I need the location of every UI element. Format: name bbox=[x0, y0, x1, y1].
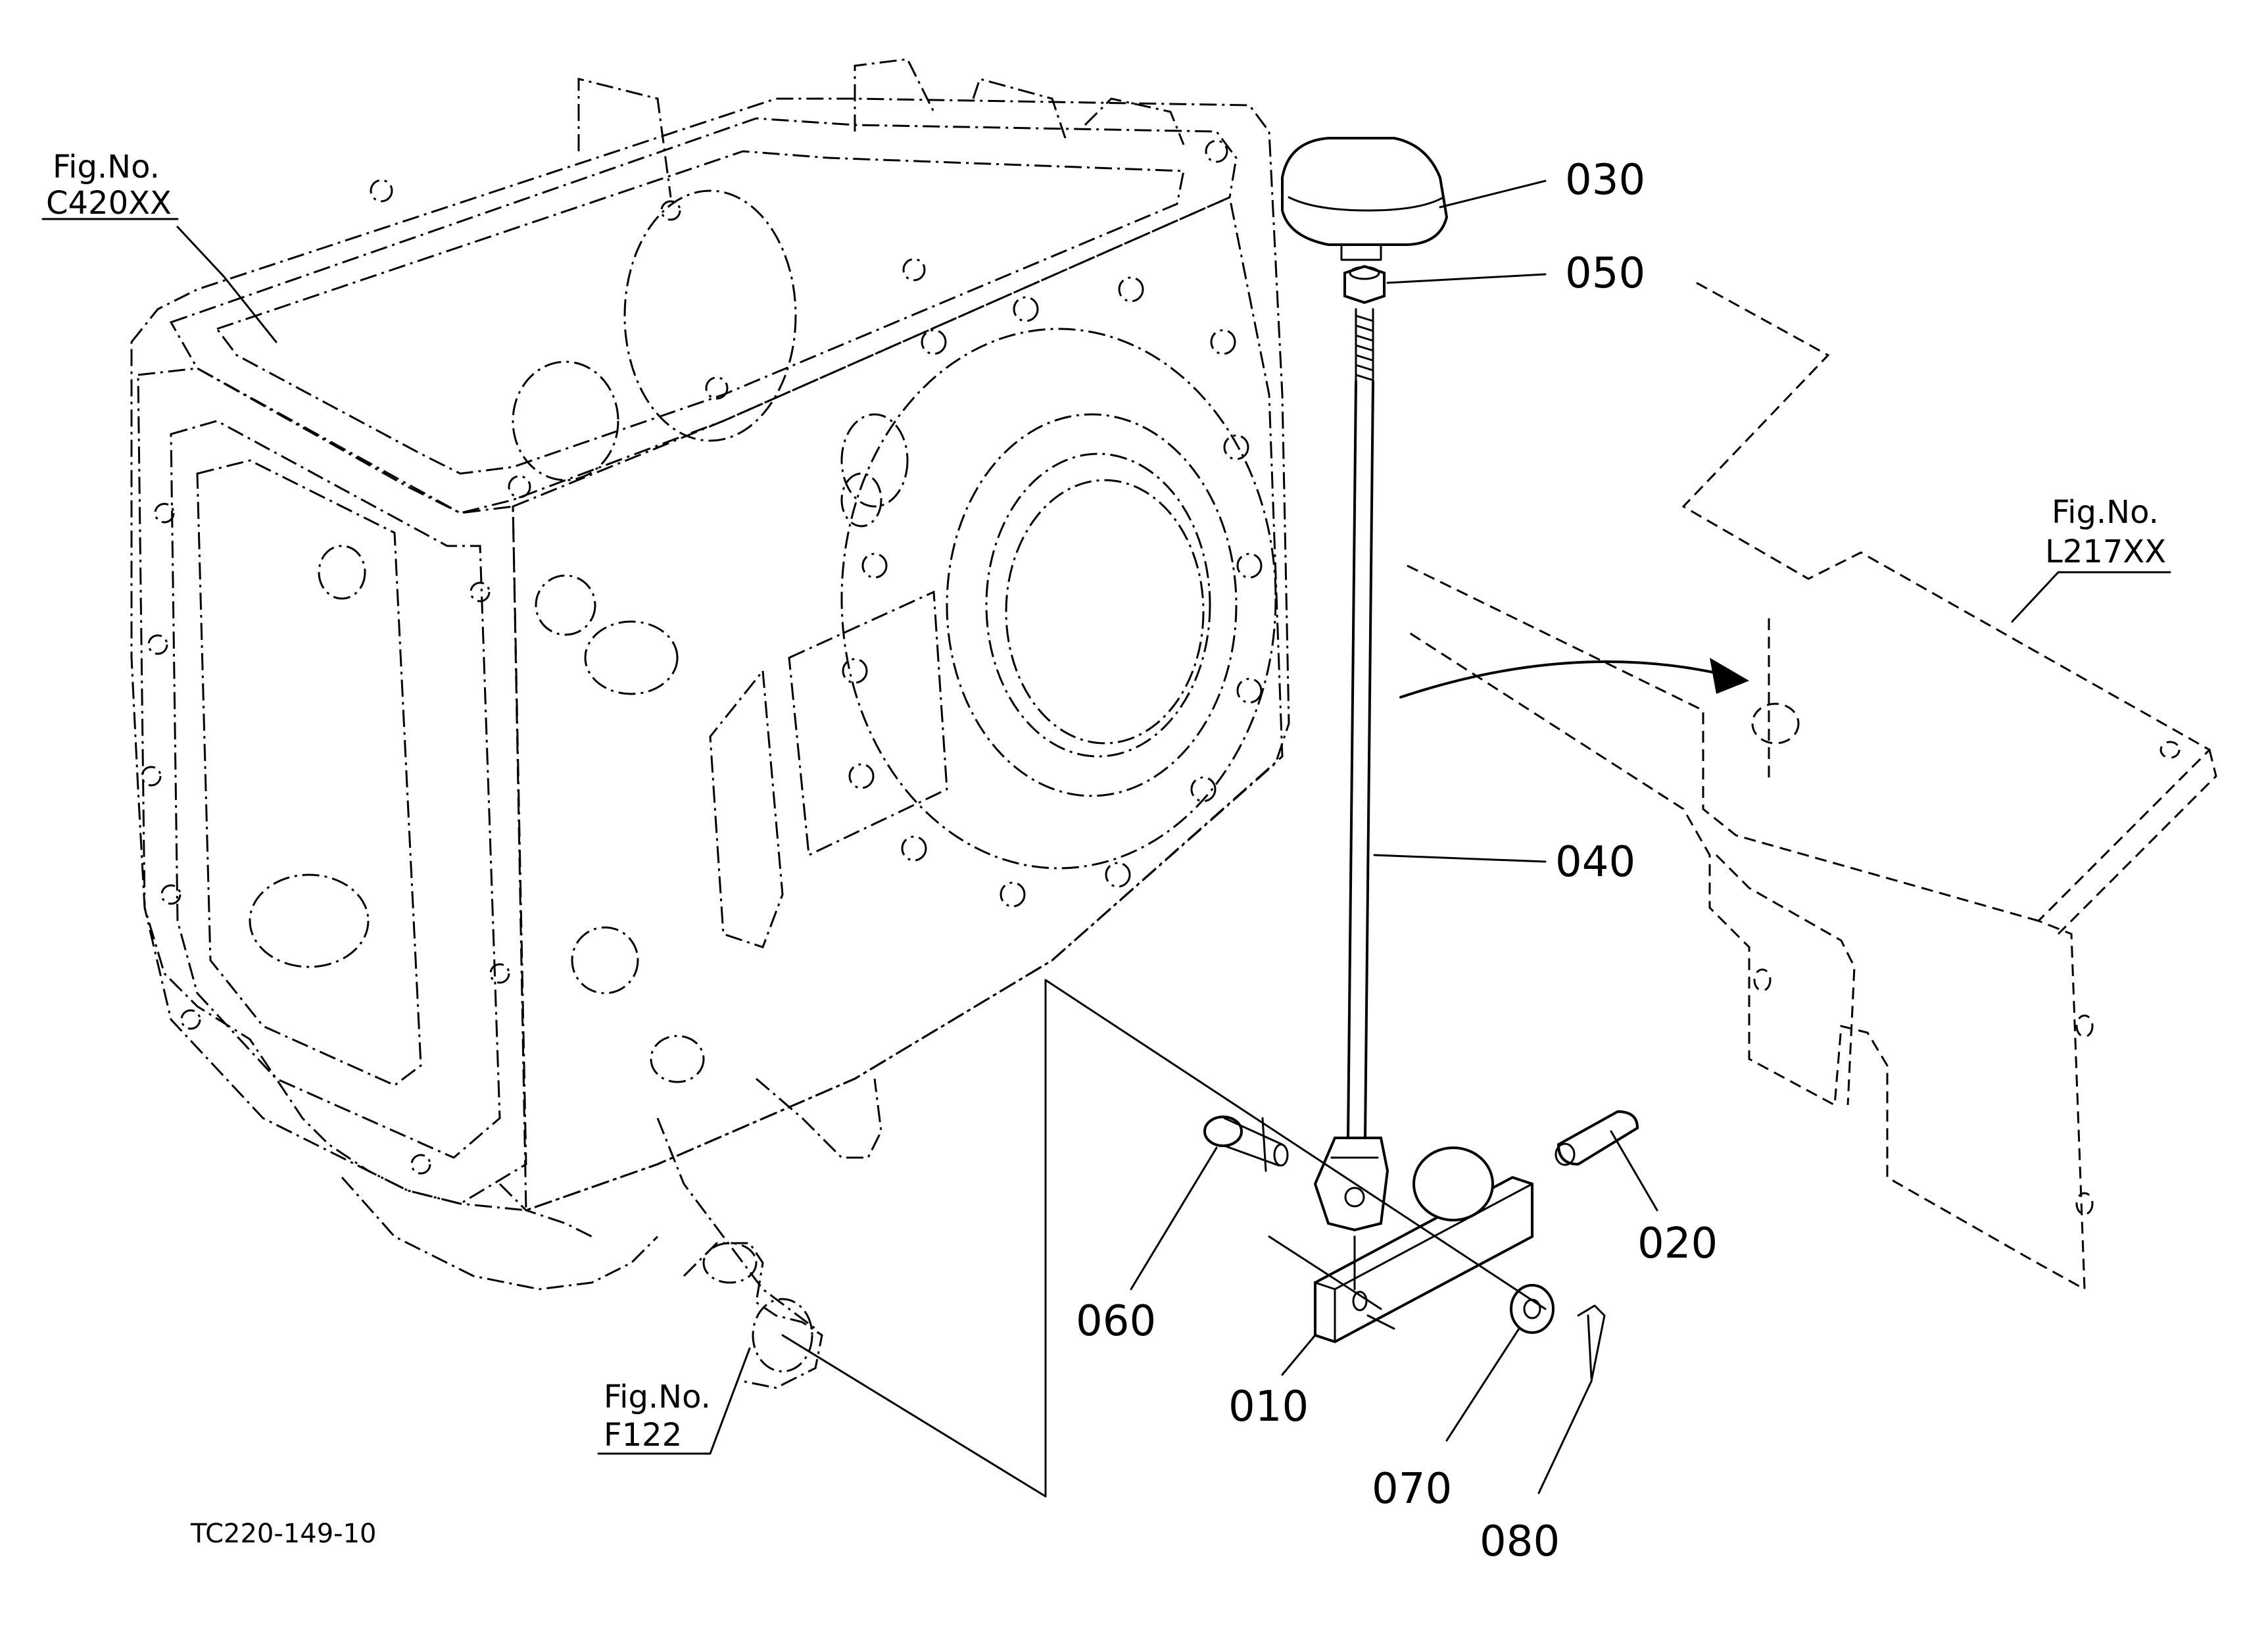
label-060: 060 bbox=[1076, 1297, 1156, 1346]
leader-lines bbox=[41, 180, 2171, 1494]
cotter-pin bbox=[1577, 1304, 1606, 1383]
lever-assembly bbox=[781, 137, 1639, 1498]
part-labels: 030 050 040 020 060 010 070 080 bbox=[1076, 156, 1718, 1566]
transmission-housing bbox=[130, 58, 1290, 1389]
rod bbox=[1347, 380, 1374, 1139]
figure-ref-l217xx: Fig.No. L217XX bbox=[2045, 494, 2166, 570]
label-040: 040 bbox=[1555, 838, 1635, 887]
pin-head bbox=[1203, 1116, 1243, 1147]
label-020: 020 bbox=[1637, 1219, 1718, 1268]
figure-ref-c420xx: Fig.No. C420XX bbox=[46, 149, 172, 222]
step-plate bbox=[1399, 282, 2217, 1291]
label-050: 050 bbox=[1565, 249, 1645, 298]
washer bbox=[1510, 1284, 1555, 1334]
knob bbox=[1281, 137, 1449, 246]
figref-line2: F122 bbox=[604, 1417, 682, 1454]
flange-bolt-holes bbox=[141, 139, 1263, 1175]
label-030: 030 bbox=[1565, 156, 1645, 205]
clevis bbox=[1313, 1137, 1389, 1232]
label-010: 010 bbox=[1228, 1383, 1309, 1431]
figref-line1: Fig.No. bbox=[2052, 494, 2159, 531]
figref-line1: Fig.No. bbox=[53, 149, 160, 185]
label-070: 070 bbox=[1372, 1465, 1452, 1513]
drawing-code: TC220-149-10 bbox=[190, 1519, 376, 1549]
figref-line2: L217XX bbox=[2045, 533, 2166, 570]
label-080: 080 bbox=[1480, 1517, 1560, 1566]
figure-ref-f122: Fig.No. F122 bbox=[604, 1379, 711, 1454]
pin-020 bbox=[1556, 1110, 1639, 1166]
figref-line1: Fig.No. bbox=[604, 1379, 711, 1415]
figref-line2: C420XX bbox=[46, 185, 172, 222]
